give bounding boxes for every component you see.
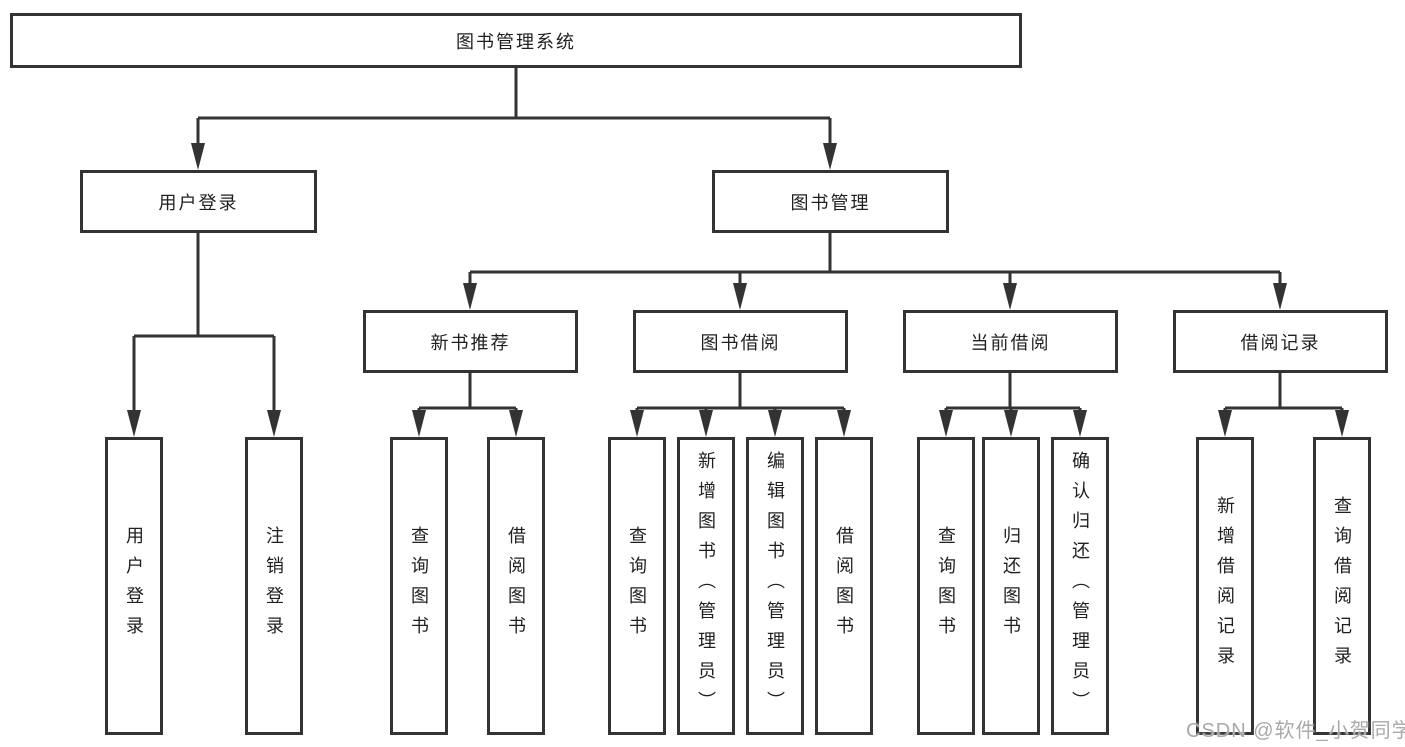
leaf-borrow-books-2: 借阅图书 (815, 437, 873, 735)
leaf-query-books-3: 查询图书 (917, 437, 975, 735)
leaf-label: 注销登录 (264, 526, 284, 646)
leaf-label: 查询借阅记录 (1332, 496, 1352, 676)
leaf-user-login: 用户登录 (105, 437, 163, 735)
leaf-logout: 注销登录 (245, 437, 303, 735)
leaf-add-borrow-record: 新增借阅记录 (1196, 437, 1254, 735)
node-new-book-recommend: 新书推荐 (363, 310, 578, 373)
node-label: 借阅记录 (1240, 332, 1321, 353)
leaf-label: 借阅图书 (834, 526, 854, 646)
node-book-management-branch: 图书管理 (712, 170, 949, 233)
node-root-library-system: 图书管理系统 (10, 13, 1022, 68)
node-label: 新书推荐 (430, 332, 511, 353)
leaf-label: 用户登录 (124, 526, 144, 646)
leaf-label: 确认归还（管理员） (1070, 451, 1090, 721)
node-borrowing-records: 借阅记录 (1173, 310, 1388, 373)
leaf-return-books: 归还图书 (982, 437, 1040, 735)
node-label: 图书借阅 (700, 332, 781, 353)
node-user-login-branch: 用户登录 (80, 170, 317, 233)
node-current-borrowing: 当前借阅 (903, 310, 1118, 373)
node-label: 当前借阅 (970, 332, 1051, 353)
node-label: 图书管理 (790, 192, 871, 213)
leaf-label: 归还图书 (1001, 526, 1021, 646)
leaf-confirm-return-admin: 确认归还（管理员） (1051, 437, 1109, 735)
leaf-label: 借阅图书 (506, 526, 526, 646)
leaf-label: 查询图书 (627, 526, 647, 646)
leaf-add-books-admin: 新增图书（管理员） (677, 437, 735, 735)
leaf-borrow-books-1: 借阅图书 (487, 437, 545, 735)
leaf-edit-books-admin: 编辑图书（管理员） (746, 437, 804, 735)
leaf-label: 新增借阅记录 (1215, 496, 1235, 676)
leaf-label: 新增图书（管理员） (696, 451, 716, 721)
leaf-label: 查询图书 (936, 526, 956, 646)
leaf-query-borrow-record: 查询借阅记录 (1313, 437, 1371, 735)
leaf-label: 编辑图书（管理员） (765, 451, 785, 721)
node-book-borrowing: 图书借阅 (633, 310, 848, 373)
csdn-watermark: CSDN @软件_小贺同学 (1186, 720, 1405, 742)
node-label: 图书管理系统 (456, 31, 576, 52)
leaf-query-books-1: 查询图书 (390, 437, 448, 735)
leaf-query-books-2: 查询图书 (608, 437, 666, 735)
leaf-label: 查询图书 (409, 526, 429, 646)
node-label: 用户登录 (158, 192, 239, 213)
